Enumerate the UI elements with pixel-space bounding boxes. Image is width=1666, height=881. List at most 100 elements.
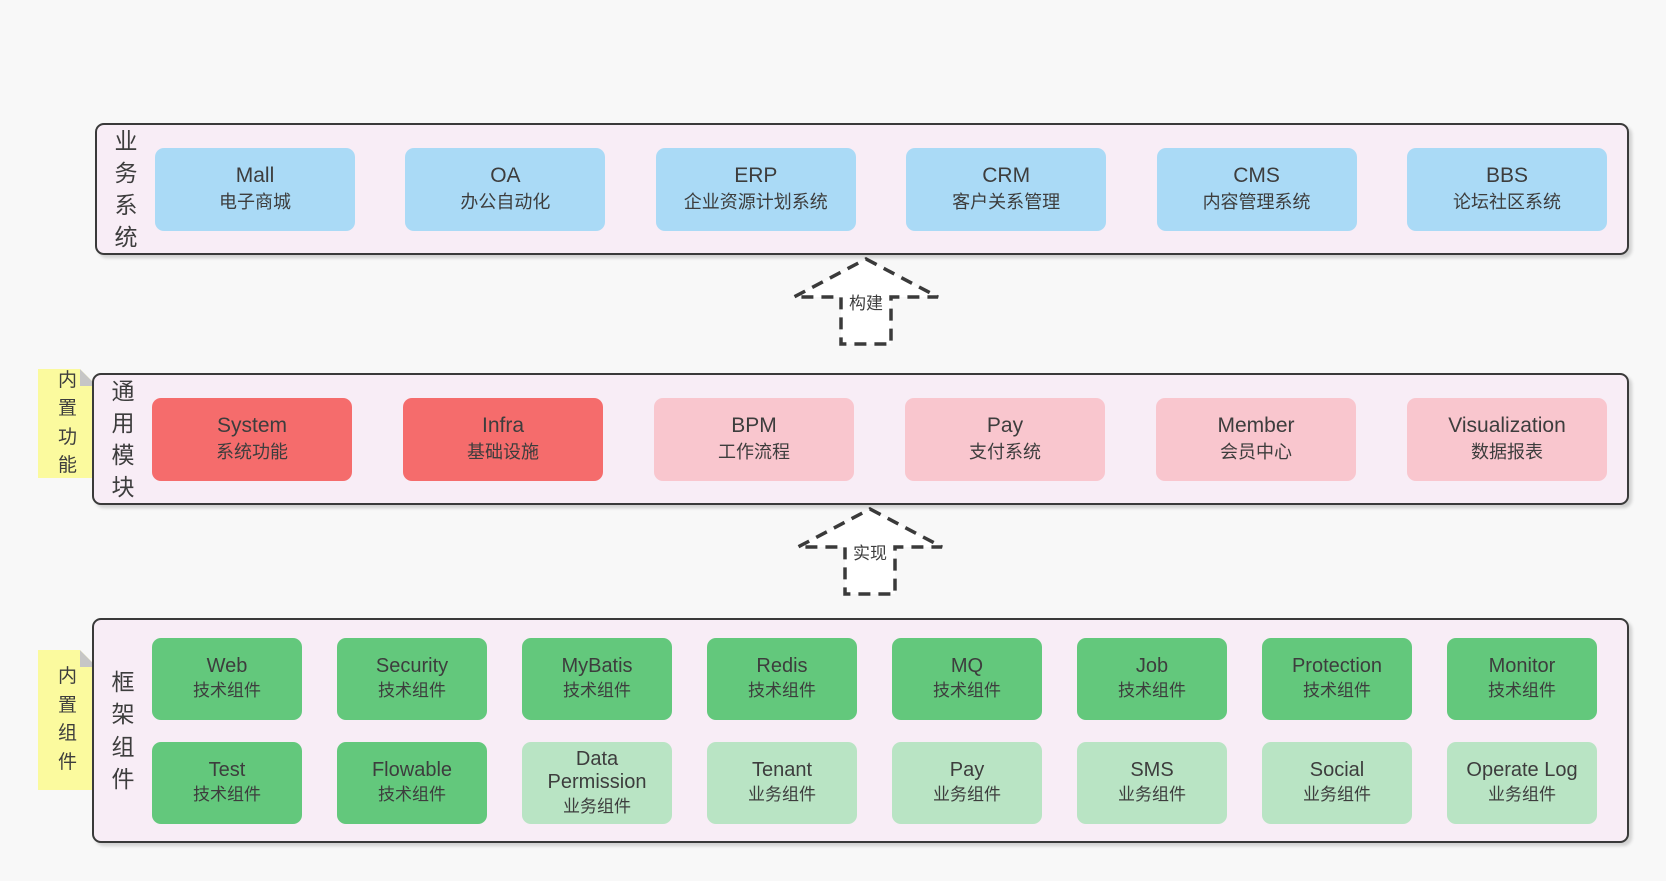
box-subtitle: 基础设施	[467, 442, 539, 463]
box-title: Redis	[756, 655, 808, 678]
modules-boxes-row: System 系统功能 Infra 基础设施 BPM 工作流程 Pay 支付系统…	[152, 375, 1627, 503]
components-row-2: Test 技术组件 Flowable 技术组件 Data Permission …	[152, 741, 1597, 824]
box-tenant: Tenant 业务组件	[707, 741, 857, 824]
box-subtitle: 办公自动化	[460, 192, 551, 213]
sticky-note-builtin-components: 内置组件	[38, 650, 97, 790]
layer-label-text: 通用模块	[111, 377, 135, 501]
box-title: Operate Log	[1466, 759, 1578, 782]
box-title: Social	[1309, 759, 1365, 782]
box-subtitle: 业务组件	[1118, 785, 1186, 805]
box-operate-log: Operate Log 业务组件	[1447, 741, 1597, 824]
layer-label-components: 框架组件	[94, 620, 152, 841]
box-mybatis: MyBatis 技术组件	[522, 637, 672, 720]
box-title: Test	[208, 759, 246, 782]
sticky-note-text: 内置功能	[57, 369, 77, 476]
box-erp: ERP 企业资源计划系统	[655, 147, 856, 231]
sticky-note-builtin-features: 内置功能	[38, 369, 97, 478]
box-job: Job 技术组件	[1077, 637, 1227, 720]
box-subtitle: 技术组件	[748, 681, 816, 701]
box-pay-business: Pay 业务组件	[892, 741, 1042, 824]
sticky-note-text: 内置组件	[57, 666, 77, 773]
box-title: CMS	[1233, 164, 1280, 188]
box-subtitle: 支付系统	[969, 442, 1041, 463]
layer-label-text: 业务系统	[114, 127, 138, 251]
common-modules-layer: 通用模块 System 系统功能 Infra 基础设施 BPM 工作流程 Pay…	[92, 373, 1629, 505]
box-subtitle: 工作流程	[718, 442, 790, 463]
box-title: Monitor	[1488, 655, 1556, 678]
box-member: Member 会员中心	[1156, 397, 1356, 481]
box-subtitle: 技术组件	[1303, 681, 1371, 701]
box-subtitle: 系统功能	[216, 442, 288, 463]
box-title: Mall	[235, 164, 275, 188]
box-title: Protection	[1291, 655, 1383, 678]
box-redis: Redis 技术组件	[707, 637, 857, 720]
box-subtitle: 电子商城	[219, 192, 291, 213]
box-title: ERP	[734, 164, 778, 188]
box-title: BBS	[1485, 164, 1528, 188]
build-arrow-label: 构建	[847, 293, 885, 314]
box-subtitle: 内容管理系统	[1202, 192, 1311, 213]
box-subtitle: 客户关系管理	[952, 192, 1061, 213]
box-protection: Protection 技术组件	[1262, 637, 1412, 720]
box-web: Web 技术组件	[152, 637, 302, 720]
box-subtitle: 技术组件	[1488, 681, 1556, 701]
box-subtitle: 技术组件	[1118, 681, 1186, 701]
box-cms: CMS 内容管理系统	[1156, 147, 1357, 231]
components-boxes-rows: Web 技术组件 Security 技术组件 MyBatis 技术组件 Redi…	[152, 620, 1627, 841]
box-title: CRM	[982, 164, 1031, 188]
box-test: Test 技术组件	[152, 741, 302, 824]
box-title: MyBatis	[561, 655, 633, 678]
box-title: Pay	[986, 414, 1024, 438]
implement-arrow: 实现	[795, 506, 945, 598]
layer-label-modules: 通用模块	[94, 375, 152, 503]
business-systems-layer: 业务系统 Mall 电子商城 OA 办公自动化 ERP 企业资源计划系统 CRM…	[95, 123, 1629, 255]
box-crm: CRM 客户关系管理	[906, 147, 1107, 231]
box-title: Member	[1217, 414, 1295, 438]
box-security: Security 技术组件	[337, 637, 487, 720]
box-subtitle: 数据报表	[1471, 442, 1543, 463]
box-title: Infra	[481, 414, 525, 438]
box-subtitle: 技术组件	[563, 681, 631, 701]
box-bpm: BPM 工作流程	[654, 397, 854, 481]
box-subtitle: 业务组件	[1488, 785, 1556, 805]
box-subtitle: 企业资源计划系统	[683, 192, 828, 213]
box-bbs: BBS 论坛社区系统	[1406, 147, 1607, 231]
box-title: SMS	[1130, 759, 1174, 782]
box-title: Flowable	[371, 759, 453, 782]
box-subtitle: 业务组件	[748, 785, 816, 805]
box-mq: MQ 技术组件	[892, 637, 1042, 720]
box-oa: OA 办公自动化	[405, 147, 606, 231]
box-subtitle: 业务组件	[1303, 785, 1371, 805]
box-subtitle: 业务组件	[933, 785, 1001, 805]
framework-components-layer: 框架组件 Web 技术组件 Security 技术组件 MyBatis 技术组件…	[92, 618, 1629, 843]
box-pay: Pay 支付系统	[905, 397, 1105, 481]
box-subtitle: 业务组件	[563, 796, 631, 816]
box-sms: SMS 业务组件	[1077, 741, 1227, 824]
box-subtitle: 技术组件	[933, 681, 1001, 701]
box-subtitle: 技术组件	[378, 681, 446, 701]
box-subtitle: 论坛社区系统	[1452, 192, 1561, 213]
box-title: Security	[375, 655, 449, 678]
box-title: System	[216, 414, 287, 438]
box-mall: Mall 电子商城	[155, 147, 355, 231]
box-title: MQ	[950, 655, 984, 678]
box-title: Visualization	[1448, 414, 1566, 438]
box-monitor: Monitor 技术组件	[1447, 637, 1597, 720]
layer-label-text: 框架组件	[111, 669, 135, 792]
box-title: OA	[490, 164, 521, 188]
components-row-1: Web 技术组件 Security 技术组件 MyBatis 技术组件 Redi…	[152, 637, 1597, 720]
box-data-permission: Data Permission 业务组件	[522, 741, 672, 824]
box-visualization: Visualization 数据报表	[1407, 397, 1607, 481]
box-subtitle: 技术组件	[193, 785, 261, 805]
box-title: Data Permission	[547, 747, 647, 793]
layer-label-business: 业务系统	[97, 125, 155, 253]
box-title: Web	[206, 655, 248, 678]
box-subtitle: 技术组件	[193, 681, 261, 701]
implement-arrow-label: 实现	[851, 543, 889, 564]
box-title: Job	[1135, 655, 1169, 678]
box-title: Tenant	[751, 759, 813, 782]
build-arrow: 构建	[791, 256, 941, 348]
box-title: Pay	[949, 759, 985, 782]
box-infra: Infra 基础设施	[403, 397, 603, 481]
